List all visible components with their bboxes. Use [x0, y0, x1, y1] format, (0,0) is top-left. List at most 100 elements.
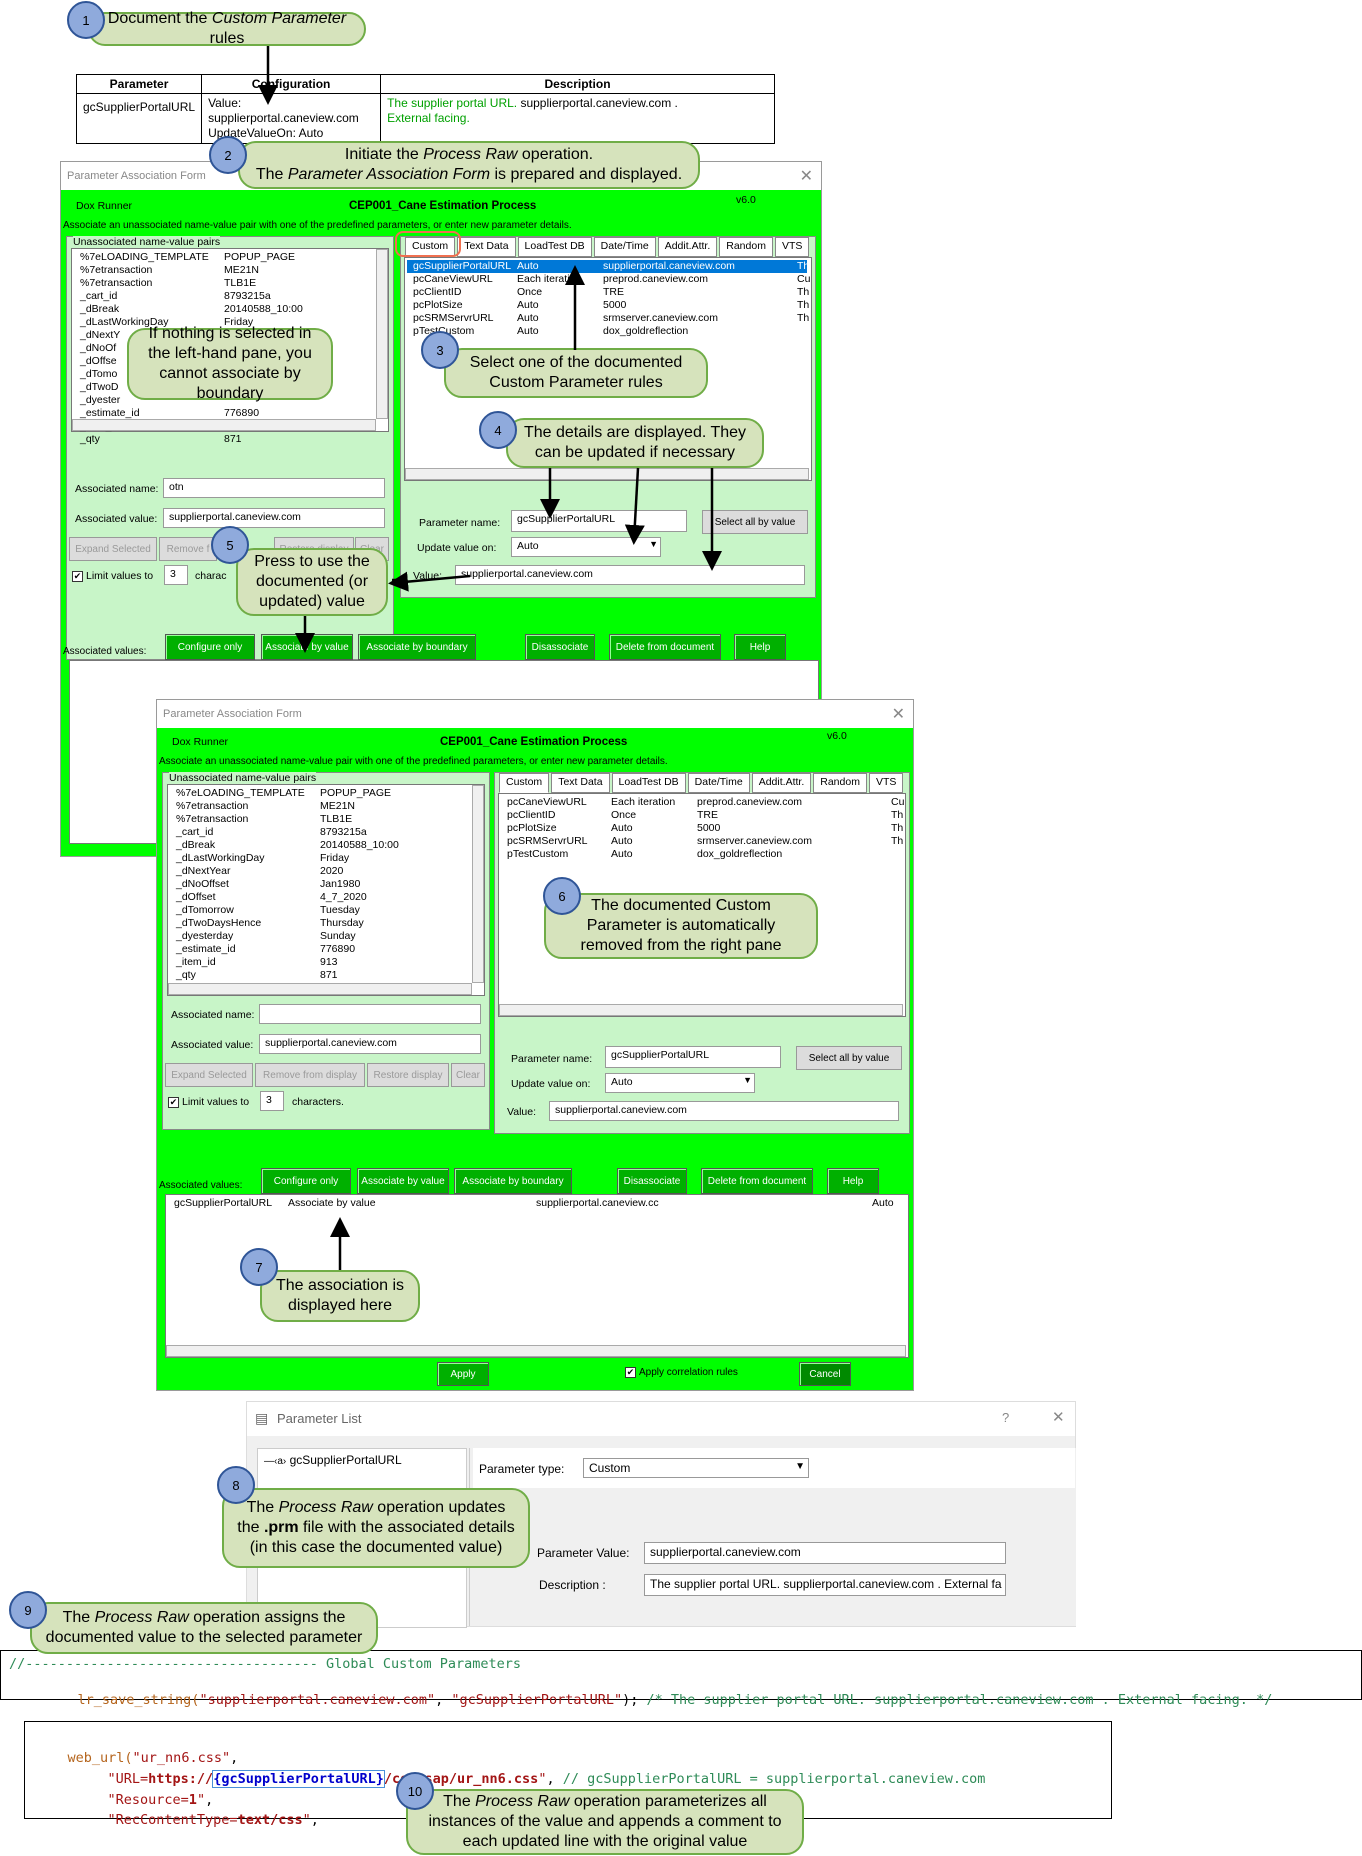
unassoc-row-name[interactable]: _qty — [80, 433, 100, 445]
form-2-expand-selected-button[interactable]: Expand Selected — [165, 1063, 253, 1087]
form-2-select-all-by-value-button[interactable]: Select all by value — [796, 1046, 902, 1070]
form-2-unassoc-hscroll[interactable] — [168, 983, 472, 995]
tree-item-gcsupplierportalurl[interactable]: —‹a› gcSupplierPortalURL — [264, 1453, 402, 1467]
form-2-value-input[interactable]: supplierportal.caneview.com — [549, 1101, 899, 1121]
tab-random[interactable]: Random — [719, 237, 773, 257]
parameter-value-input[interactable]: supplierportal.caneview.com — [644, 1542, 1006, 1564]
unassoc-row-name[interactable]: _dyesterday — [176, 930, 234, 942]
unassoc-row-name[interactable]: _dBreak — [80, 303, 120, 315]
unassoc-row-name[interactable]: _dBreak — [176, 839, 216, 851]
unassoc-row-name[interactable]: _cart_id — [176, 826, 214, 838]
form-1-help-button[interactable]: Help — [734, 634, 786, 660]
form-1-update-value-on-select[interactable]: Auto ▼ — [511, 537, 661, 557]
unassoc-row-name[interactable]: _dNextY — [80, 329, 121, 341]
form-2-limit-input[interactable]: 3 — [260, 1091, 284, 1111]
form-1-value-input[interactable]: supplierportal.caneview.com — [455, 565, 805, 585]
tab-text-data[interactable]: Text Data — [457, 237, 516, 257]
unassoc-row-name[interactable]: _estimate_id — [176, 943, 236, 955]
form-1-assoc-name-input[interactable]: otn — [163, 478, 385, 498]
form-1-associate-by-value-button[interactable]: Associate by value — [261, 634, 353, 660]
tab-addit-attr-[interactable]: Addit.Attr. — [657, 237, 718, 257]
form-2-associate-by-value-button[interactable]: Associate by value — [357, 1168, 449, 1194]
unassoc-row-name[interactable]: _cart_id — [80, 290, 118, 302]
form-2-limit-checkbox[interactable]: ✔Limit values to — [168, 1096, 250, 1108]
form-2-cancel-button[interactable]: Cancel — [799, 1362, 851, 1386]
form-2-associate-by-boundary-button[interactable]: Associate by boundary — [454, 1168, 572, 1194]
unassoc-row-name[interactable]: _dTomorrow — [176, 904, 234, 916]
form-1-close-icon[interactable]: ✕ — [799, 168, 813, 185]
form-1-associate-by-boundary-button[interactable]: Associate by boundary — [358, 634, 476, 660]
form-2-param-name-input[interactable]: gcSupplierPortalURL — [605, 1046, 781, 1068]
form-1-limit-input[interactable]: 3 — [164, 565, 188, 585]
form-1-delete-from-document-button[interactable]: Delete from document — [609, 634, 721, 660]
form-1-custom-hscroll[interactable] — [405, 468, 809, 480]
parameter-type-select[interactable]: Custom ▼ — [583, 1458, 809, 1478]
form-2-help-button[interactable]: Help — [827, 1168, 879, 1194]
unassoc-row-name[interactable]: _dTwoD — [80, 381, 119, 393]
unassoc-row-name[interactable]: _dOffset — [176, 891, 216, 903]
unassoc-row-name[interactable]: %7eLOADING_TEMPLATE — [176, 787, 305, 799]
tab-vts[interactable]: VTS — [868, 773, 904, 793]
form-1-select-all-by-value-button[interactable]: Select all by value — [702, 510, 808, 534]
form-2-apply-correlation-checkbox[interactable]: ✔Apply correlation rules — [625, 1367, 738, 1379]
form-1-param-name-input[interactable]: gcSupplierPortalURL — [511, 510, 687, 532]
form-1-unassoc-vscroll[interactable] — [376, 249, 388, 419]
form-2-clear-button[interactable]: Clear — [451, 1063, 485, 1087]
form-1-limit-checkbox[interactable]: ✔Limit values to — [72, 570, 154, 582]
unassoc-row-name[interactable]: _dyester — [80, 394, 121, 406]
unassoc-row-name[interactable]: _dLastWorkingDay — [176, 852, 265, 864]
close-icon[interactable]: ✕ — [1052, 1409, 1065, 1426]
form-2-configure-only-button[interactable]: Configure only — [261, 1168, 351, 1194]
form-1-unassoc-hscroll[interactable] — [72, 419, 376, 431]
form-2-apply-button[interactable]: Apply — [437, 1362, 489, 1386]
tab-date-time[interactable]: Date/Time — [593, 237, 656, 257]
form-2-delete-from-document-button[interactable]: Delete from document — [701, 1168, 813, 1194]
help-icon[interactable]: ? — [1002, 1410, 1010, 1425]
form-2-unassoc-vscroll[interactable] — [472, 785, 484, 983]
form-2-assoc-name-input[interactable] — [259, 1004, 481, 1024]
description-input[interactable]: The supplier portal URL. supplierportal.… — [644, 1574, 1006, 1596]
unassoc-row-name[interactable]: _dTwoDaysHence — [176, 917, 262, 929]
unassoc-row-name[interactable]: _dOffse — [80, 355, 117, 367]
unassoc-row-name[interactable]: _estimate_id — [80, 407, 140, 419]
tab-loadtest-db[interactable]: LoadTest DB — [517, 237, 592, 257]
tab-custom[interactable]: Custom — [405, 237, 456, 257]
form-2-close-icon[interactable]: ✕ — [891, 706, 905, 723]
unassoc-row-name[interactable]: _dTomo — [80, 368, 118, 380]
form-1-assoc-value-input[interactable]: supplierportal.caneview.com — [163, 508, 385, 528]
tab-vts[interactable]: VTS — [774, 237, 810, 257]
tab-loadtest-db[interactable]: LoadTest DB — [611, 773, 686, 793]
form-1-expand-selected-button[interactable]: Expand Selected — [69, 537, 157, 561]
form-2-restore-display-button[interactable]: Restore display — [367, 1063, 449, 1087]
unassoc-row-name[interactable]: %7etransaction — [80, 277, 153, 289]
tab-text-data[interactable]: Text Data — [551, 773, 610, 793]
tab-addit-attr-[interactable]: Addit.Attr. — [751, 773, 812, 793]
form-2-assoc-hscroll[interactable] — [166, 1345, 906, 1357]
unassoc-row-name[interactable]: _dNoOf — [80, 342, 117, 354]
unassoc-row-name[interactable]: %7etransaction — [176, 800, 249, 812]
form-1-disassociate-button[interactable]: Disassociate — [525, 634, 595, 660]
unassoc-row-name[interactable]: _dNoOffset — [176, 878, 229, 890]
form-2-assoc-value-input[interactable]: supplierportal.caneview.com — [259, 1034, 481, 1054]
tab-date-time[interactable]: Date/Time — [687, 773, 750, 793]
unassoc-row-name[interactable]: _qty — [176, 969, 196, 981]
unassoc-row-name[interactable]: _dLastWorkingDay — [80, 316, 169, 328]
tab-random[interactable]: Random — [813, 773, 867, 793]
unassoc-row-name[interactable]: _item_id — [176, 956, 216, 968]
form-1-configure-only-button[interactable]: Configure only — [165, 634, 255, 660]
form-2-update-value-on-select[interactable]: Auto ▼ — [605, 1073, 755, 1093]
unassoc-row-name[interactable]: _dNextYear — [176, 865, 231, 877]
form-2-custom-hscroll[interactable] — [499, 1004, 903, 1016]
unassoc-row-name[interactable]: %7etransaction — [176, 813, 249, 825]
